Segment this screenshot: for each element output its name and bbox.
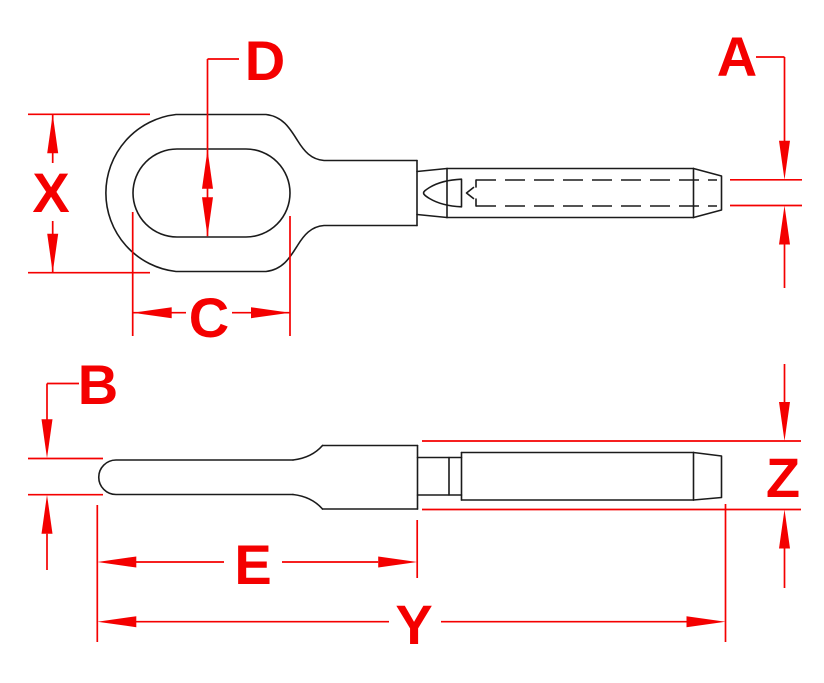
a-arrow-up [779,205,790,245]
a-arrow-down [779,140,790,180]
d-arrow-down [202,197,213,237]
head-flare-bottom [292,493,324,510]
b-arrow-down [41,419,53,459]
side-view [97,444,723,510]
eye-outer-outline [105,113,418,273]
cable-entry-cone [422,178,463,208]
hidden-bore-lines [465,179,717,207]
cylinder-end-taper [692,451,723,501]
swage-end-taper [692,167,723,219]
head-flare-top [292,444,324,461]
y-arrow-left [97,616,137,628]
c-arrow-left [132,307,172,319]
label-B: B [78,353,118,416]
y-arrow-right [686,616,726,628]
eye-plate-side [97,459,294,496]
label-A: A [717,25,757,88]
b-arrow-up [41,494,53,534]
x-arrow-up [47,114,59,154]
swage-taper-top [416,167,448,173]
label-Y: Y [395,593,432,656]
d-arrow-up [202,149,213,189]
dimension-A: A [717,25,802,288]
dimension-D: D [202,29,285,237]
z-arrow-up [779,509,790,549]
c-arrow-right [251,307,290,319]
swage-taper-bottom [416,213,448,219]
dimension-X: X [28,113,150,274]
e-arrow-left [97,556,137,568]
dimension-Z: Z [422,364,801,588]
label-X: X [32,161,69,224]
label-Z: Z [766,446,800,509]
dimension-Y: Y [97,504,727,656]
eye-inner-hole [132,148,291,238]
bore-drill-point [465,186,475,200]
top-view [105,113,723,273]
label-C: C [189,286,229,349]
dimension-C: C [131,212,291,349]
dimension-E: E [96,505,419,642]
x-arrow-down [47,233,59,273]
dimension-B: B [28,353,118,570]
e-arrow-right [378,556,418,568]
label-E: E [234,533,271,596]
label-D: D [245,29,285,92]
z-arrow-down [779,402,790,441]
